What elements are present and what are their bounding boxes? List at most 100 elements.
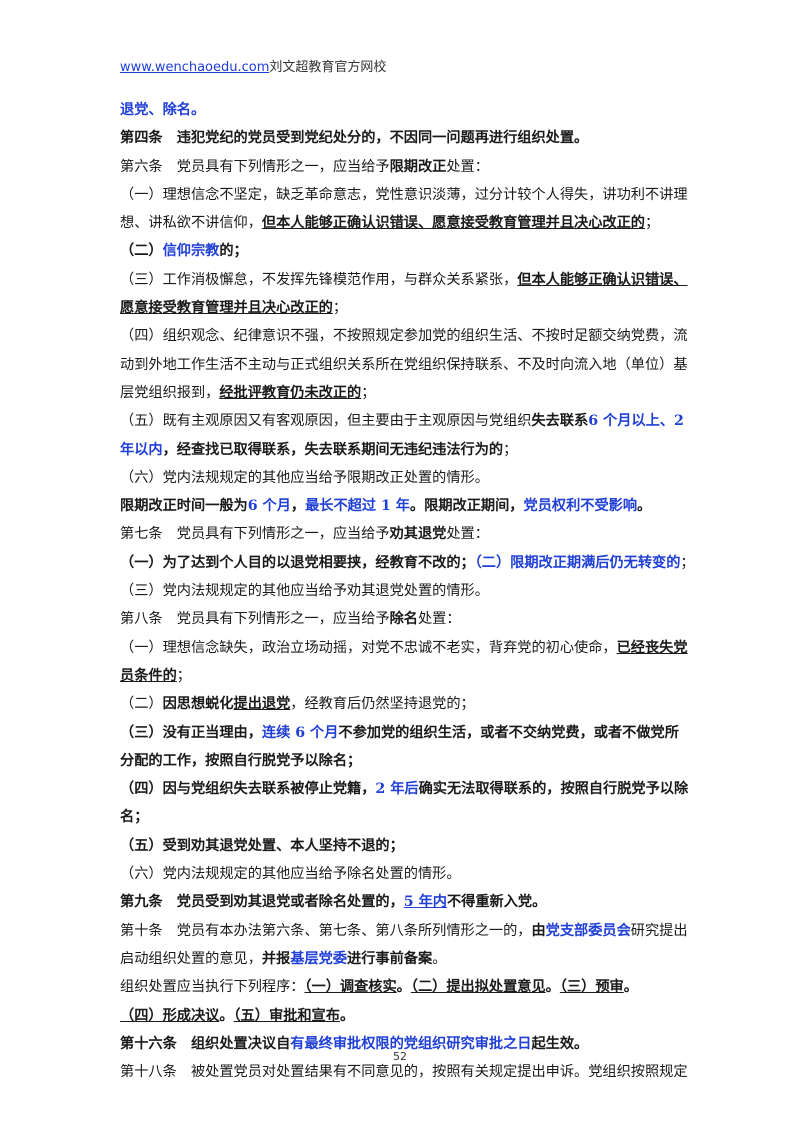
text-segment: 2 年后 bbox=[375, 781, 419, 798]
text-line: 动到外地工作生活不主动与正式组织关系所在党组织保持联系、不及时向流入地（单位）基 bbox=[120, 351, 692, 379]
text-segment: 劝其退党 bbox=[389, 526, 447, 543]
text-segment: （三）工作消极懈怠，不发挥先锋模范作用，与群众关系紧张， bbox=[120, 271, 518, 288]
text-segment: （四）因与党组织失去联系被停止党籍， bbox=[120, 781, 376, 798]
text-line: （四）因与党组织失去联系被停止党籍，2 年后确实无法取得联系的，按照自行脱党予以… bbox=[120, 775, 692, 803]
text-line: （二）信仰宗教的； bbox=[120, 237, 692, 265]
text-segment: 第十八条 被处置党员对处置结果有不同意见的，按照有关规定提出申诉。党组织按照规定 bbox=[120, 1064, 688, 1081]
text-segment: （六）党内法规规定的其他应当给予限期改正处置的情形。 bbox=[120, 469, 489, 486]
text-segment: 党员权利不受影响 bbox=[523, 498, 638, 515]
text-segment: （四）形成决议 bbox=[120, 1007, 220, 1024]
text-line: （一）为了达到个人目的以退党相要挟，经教育不改的；（二）限期改正期满后仍无转变的… bbox=[120, 549, 695, 577]
text-segment: 。 bbox=[339, 1007, 355, 1024]
text-segment: 限期改正时间一般为 bbox=[120, 498, 248, 515]
text-segment: （三）党内法规规定的其他应当给予劝其退党处置的情形。 bbox=[120, 583, 489, 600]
text-segment: 确实无法取得联系的，按照自行脱党予以除 bbox=[418, 781, 689, 798]
text-line: 第六条 党员具有下列情形之一，应当给予限期改正处置： bbox=[120, 153, 692, 181]
text-line: 第四条 违犯党纪的党员受到党纪处分的，不因同一问题再进行组织处置。 bbox=[120, 124, 692, 152]
text-segment: （二）限期改正期满后仍无转变的 bbox=[474, 554, 681, 571]
text-segment: 但本人能够正确认识错误、 bbox=[517, 271, 688, 288]
text-segment: （二） bbox=[120, 243, 163, 260]
text-line: 第八条 党员具有下列情形之一，应当给予除名处置： bbox=[120, 605, 692, 633]
text-line: （六）党内法规规定的其他应当给予除名处置的情形。 bbox=[120, 860, 692, 888]
text-line: 员条件的； bbox=[120, 662, 692, 690]
text-line: （五）既有主观原因又有客观原因，但主要由于主观原因与党组织失去联系6 个月以上、… bbox=[120, 407, 692, 435]
text-segment: 员条件的 bbox=[120, 667, 177, 684]
text-line: 第十条 党员有本办法第六条、第七条、第八条所列情形之一的，由党支部委员会研究提出 bbox=[120, 917, 692, 945]
text-segment: 因思想蜕化 bbox=[162, 696, 234, 713]
text-segment: 最长不超过 1 年 bbox=[305, 498, 410, 515]
text-line: （四）形成决议。（五）审批和宣布。 bbox=[120, 1002, 692, 1030]
text-segment: 不参加党的组织生活，或者不交纳党费，或者不做党所 bbox=[338, 724, 679, 741]
text-segment: （五）受到劝其退党处置、本人坚持不退的； bbox=[120, 837, 404, 854]
text-segment: 的； bbox=[219, 243, 248, 260]
text-line: 想、讲私欲不讲信仰，但本人能够正确认识错误、愿意接受教育管理并且决心改正的； bbox=[120, 209, 692, 237]
document-body: 退党、除名。第四条 违犯党纪的党员受到党纪处分的，不因同一问题再进行组织处置。第… bbox=[120, 96, 695, 1086]
text-segment: 党支部委员会 bbox=[545, 922, 631, 939]
text-segment: 名； bbox=[120, 809, 149, 826]
page-number: 52 bbox=[393, 1050, 407, 1063]
text-segment: ； bbox=[176, 667, 191, 684]
text-segment: 由 bbox=[531, 922, 546, 939]
text-segment: 并报 bbox=[261, 950, 291, 967]
site-link[interactable]: www.wenchaoedu.com bbox=[120, 60, 270, 75]
text-segment: 愿意接受教育管理并且决心改正的 bbox=[120, 300, 333, 317]
text-segment: ； bbox=[361, 384, 376, 401]
text-line: 名； bbox=[120, 803, 692, 831]
text-segment: 第四条 违犯党纪的党员受到党纪处分的，不因同一问题再进行组织处置。 bbox=[120, 130, 589, 147]
text-segment: 第十六条 组织处置决议自 bbox=[120, 1035, 291, 1052]
text-segment: （四）组织观念、纪律意识不强，不按照规定参加党的组织生活、不按时足额交纳党费，流 bbox=[120, 328, 688, 345]
text-segment: 层党组织报到， bbox=[120, 384, 220, 401]
text-segment: 有最终审批权限的党组织研究审批之日 bbox=[290, 1035, 532, 1052]
text-segment: 处置： bbox=[446, 158, 489, 175]
text-segment: 第九条 党员受到劝其退党或者除名处置的， bbox=[120, 894, 404, 911]
text-segment: 年以内 bbox=[120, 441, 163, 458]
text-segment: 第十条 党员有本办法第六条、第七条、第八条所列情形之一的， bbox=[120, 922, 532, 939]
text-segment: 。 bbox=[637, 498, 652, 515]
text-line: （一）理想信念缺失，政治立场动摇，对党不忠诚不老实，背弃党的初心使命，已经丧失党 bbox=[120, 634, 692, 662]
text-line: 分配的工作，按照自行脱党予以除名； bbox=[120, 747, 692, 775]
text-segment: （五）审批和宣布 bbox=[233, 1007, 340, 1024]
text-segment: 连续 6 个月 bbox=[261, 724, 339, 741]
text-line: 限期改正时间一般为6 个月，最长不超过 1 年。限期改正期间，党员权利不受影响。 bbox=[120, 492, 692, 520]
text-segment: 启动组织处置的意见， bbox=[120, 950, 262, 967]
text-segment: 进行事前备案 bbox=[347, 950, 433, 967]
text-segment: 。 bbox=[623, 979, 638, 996]
text-segment: （二）提出拟处置意见 bbox=[410, 979, 546, 996]
text-segment: 6 个月以上、2 bbox=[588, 413, 684, 430]
text-segment: 想、讲私欲不讲信仰， bbox=[120, 215, 262, 232]
text-segment: ； bbox=[644, 215, 660, 232]
text-line: 退党、除名。 bbox=[120, 96, 692, 124]
text-segment: 第八条 党员具有下列情形之一，应当给予 bbox=[120, 611, 390, 628]
text-line: （六）党内法规规定的其他应当给予限期改正处置的情形。 bbox=[120, 464, 692, 492]
text-segment: ，经查找已取得联系，失去联系期间无违纪违法行为的 bbox=[162, 441, 504, 458]
text-line: 层党组织报到，经批评教育仍未改正的； bbox=[120, 379, 692, 407]
text-line: （三）没有正当理由，连续 6 个月不参加党的组织生活，或者不交纳党费，或者不做党… bbox=[120, 719, 692, 747]
text-segment: 限期改正 bbox=[389, 158, 447, 175]
text-segment: 已经丧失党 bbox=[616, 639, 688, 656]
text-line: 组织处置应当执行下列程序：（一）调查核实。（二）提出拟处置意见。（三）预审。 bbox=[120, 973, 692, 1001]
text-segment: （三）预审 bbox=[559, 979, 624, 996]
text-line: 第十六条 组织处置决议自有最终审批权限的党组织研究审批之日起生效。 bbox=[120, 1030, 692, 1058]
text-segment: 。 bbox=[396, 979, 411, 996]
text-line: （三）工作消极懈怠，不发挥先锋模范作用，与群众关系紧张，但本人能够正确认识错误、 bbox=[120, 266, 692, 294]
text-line: （四）组织观念、纪律意识不强，不按照规定参加党的组织生活、不按时足额交纳党费，流 bbox=[120, 322, 692, 350]
text-segment: （一）调查核实 bbox=[304, 979, 397, 996]
text-segment: ，经教育后仍然坚持退党的； bbox=[290, 696, 475, 713]
text-segment: 经批评教育仍未改正的 bbox=[219, 384, 362, 401]
text-segment: ； bbox=[332, 300, 348, 317]
text-segment: 退党、除名。 bbox=[120, 102, 206, 118]
text-segment: （六）党内法规规定的其他应当给予除名处置的情形。 bbox=[120, 866, 461, 883]
text-segment: 。 bbox=[432, 950, 447, 967]
text-segment: 6 个月 bbox=[247, 498, 291, 515]
text-line: 第九条 党员受到劝其退党或者除名处置的，5 年内不得重新入党。 bbox=[120, 888, 692, 916]
text-line: （二）因思想蜕化提出退党，经教育后仍然坚持退党的； bbox=[120, 690, 692, 718]
text-segment: 基层党委 bbox=[290, 950, 348, 967]
site-name: 刘文超教育官方网校 bbox=[269, 60, 387, 75]
text-segment: 但本人能够正确认识错误、愿意接受教育管理并且决心改正的 bbox=[261, 215, 645, 232]
text-segment: 动到外地工作生活不主动与正式组织关系所在党组织保持联系、不及时向流入地（单位）基 bbox=[120, 356, 688, 373]
text-line: 第七条 党员具有下列情形之一，应当给予劝其退党处置： bbox=[120, 520, 692, 548]
text-segment: ； bbox=[503, 441, 518, 458]
text-line: 愿意接受教育管理并且决心改正的； bbox=[120, 294, 692, 322]
text-segment: 5 年内 bbox=[403, 894, 447, 911]
text-segment: 。 bbox=[219, 1007, 234, 1024]
